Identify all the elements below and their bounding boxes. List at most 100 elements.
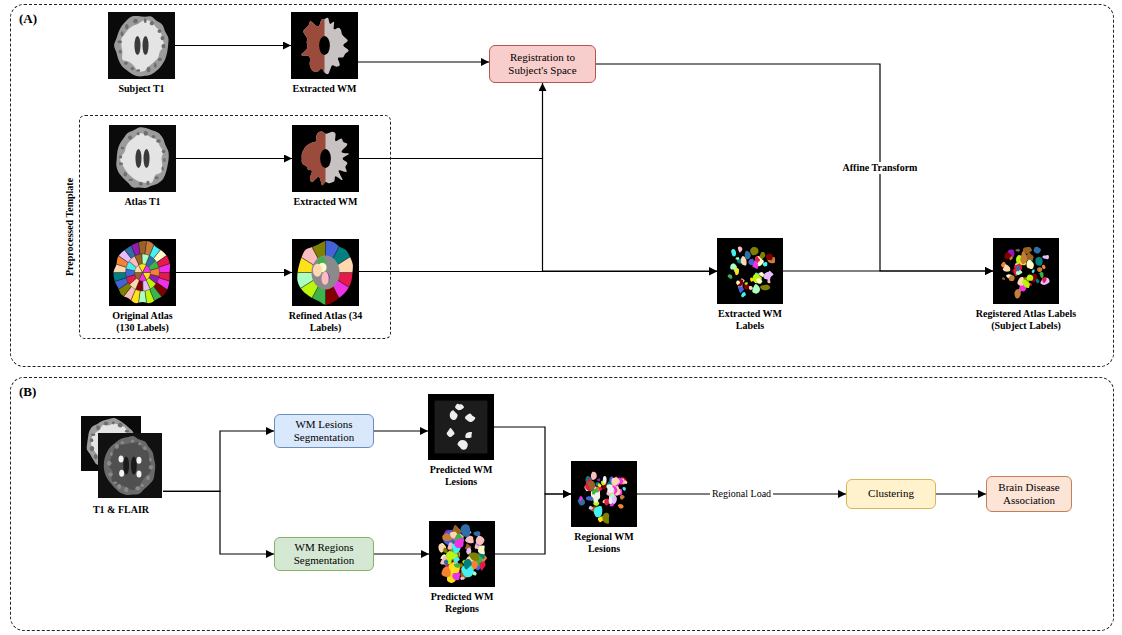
brain-sulcus [131,439,134,442]
wm-region-label [465,536,474,543]
brain-white-matter [120,133,163,183]
lesion-spot [458,440,468,450]
brain-sulcus [121,147,125,149]
wm-region-label [464,559,472,569]
wm-region-label [1027,252,1034,260]
process-box: WM Regions Segmentation [274,537,374,571]
image-node: Subject T1 [108,12,175,79]
white-matter-mask [301,18,324,75]
process-box: WM Lesions Segmentation [274,414,374,448]
arrow-connector [175,45,291,46]
ventricle-gap [319,36,330,55]
brain-sulcus [112,421,115,424]
wm-region-label [1040,278,1049,285]
wm-region-label [738,247,743,253]
brain-sulcus [146,476,150,481]
box-label: Registration to Subject's Space [495,51,590,77]
arrow-connector [359,159,717,272]
wm-region-label [1036,279,1040,284]
brain-sulcus [128,179,133,181]
image-node: Predicted WM Lesions [428,394,494,460]
brain-sulcus [152,135,156,138]
wm-region-label [1002,277,1005,280]
image-node: Extracted WM [291,12,358,79]
box-label: Brain Disease Association [992,481,1066,507]
brain-image [428,394,494,460]
brain-sulcus [161,44,165,48]
arrow-connector [176,158,292,159]
wm-region-label [622,487,625,491]
wm-region-label [728,274,733,278]
arrow-connector [374,553,429,554]
lesion-spot [465,414,475,422]
white-matter-mask [302,131,349,185]
brain-sulcus [118,423,123,428]
wm-region-label [1016,266,1020,271]
brain-sulcus [161,166,163,170]
brain-sulcus [96,425,100,430]
lesion-spot [447,428,455,437]
image-caption: Extracted WM [293,83,357,95]
lesion-spot [455,404,464,410]
brain-sulcus [144,18,147,23]
wm-region-label [589,506,593,510]
wm-region-label [1016,249,1020,251]
wm-region-label [750,277,753,281]
brain-ventricle [135,149,141,168]
image-caption: T1 & FLAIR [93,504,149,516]
wm-region-label [473,531,480,536]
image-node: Atlas T1 [109,125,176,192]
arrow-connector [359,83,543,159]
arrow-connector [494,427,571,494]
brain-sulcus [124,62,128,65]
ventricle-gap [320,149,331,168]
brain-sulcus [135,486,140,490]
brain-sulcus [108,472,113,476]
image-caption: Extracted WM [294,196,358,208]
brain-sulcus [150,21,154,25]
process-box: Registration to Subject's Space [489,45,596,83]
label-background [571,461,637,527]
atlas-region [313,264,322,277]
wm-region-label [1026,274,1033,280]
brain-white-matter [109,442,152,490]
brain-ventricle [123,456,129,474]
brain-sulcus [104,421,108,425]
lesion-spot [450,410,458,420]
brain-sulcus [91,434,96,436]
wm-region-label [749,259,754,266]
brain-image [292,125,359,192]
image-caption: Subject T1 [118,83,164,95]
brain-ventricle [131,456,137,474]
wm-region-label [1035,257,1042,266]
lesion-spot [593,497,598,503]
wm-region-label [446,551,457,561]
wm-region-label [750,247,758,255]
arrow-connector [374,430,428,431]
lesion-spot [119,470,124,477]
brain-sulcus [133,19,138,24]
image-caption: Predicted WM Lesions [421,464,501,488]
brain-sulcus [154,63,157,68]
atlas-region [135,273,143,280]
brain-image [571,461,637,527]
brain-sulcus [119,163,123,165]
brain-sulcus [125,24,128,29]
arrow-connector [936,493,986,494]
wm-region-label [766,254,773,260]
wm-region-label [752,284,760,294]
brain-sulcus [144,131,148,136]
brain-sulcus [119,50,122,54]
image-caption: Regional WM Lesions [564,531,644,555]
lesion-spot [136,457,141,464]
wm-region-label [598,484,602,488]
wm-region-label [738,286,744,293]
wm-region-label [768,271,774,278]
brain-sulcus [146,67,150,72]
brain-sulcus [117,484,121,489]
wm-region-label [1034,247,1041,254]
wm-region-label [763,262,768,266]
brain-image [79,414,163,500]
box-label: Clustering [868,487,914,500]
brain-sulcus [158,58,162,61]
